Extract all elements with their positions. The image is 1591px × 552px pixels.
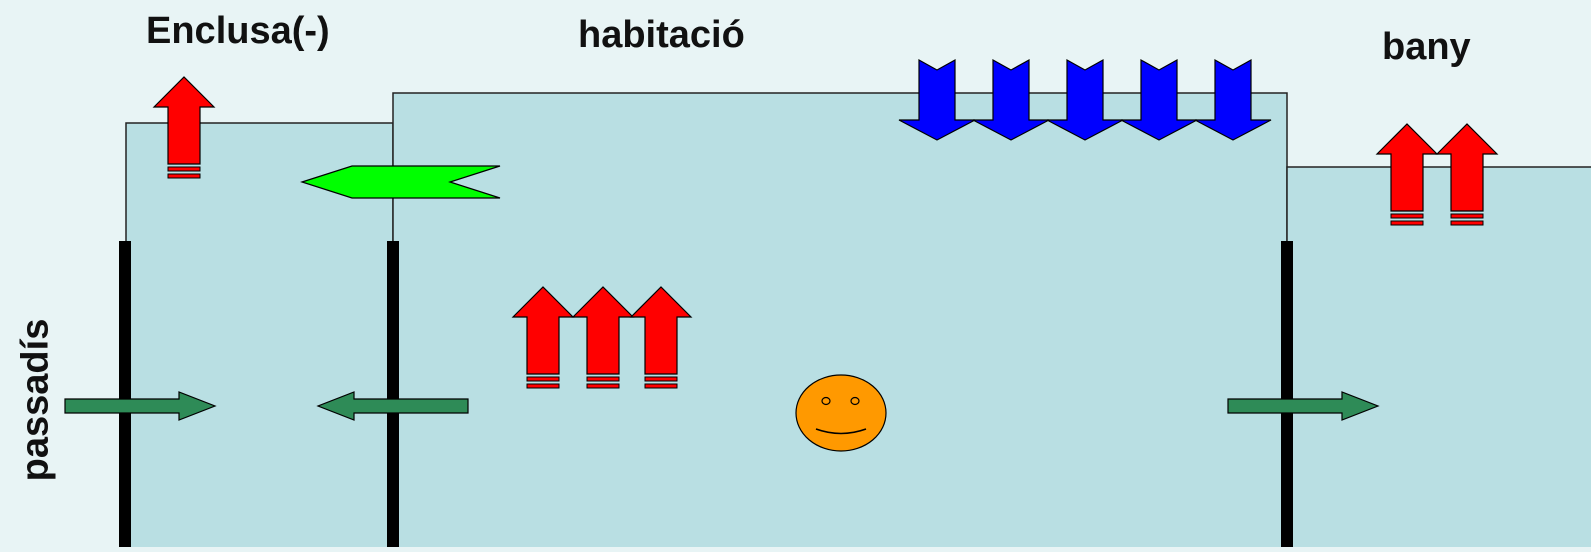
wall-corridor-anteroom [119, 241, 131, 551]
bathroom-area [1286, 166, 1591, 552]
smiley-face-icon [795, 374, 887, 452]
bathroom-label: bany [1382, 26, 1471, 68]
anteroom-label: Enclusa(-) [146, 10, 330, 52]
corridor-label: passadís [14, 318, 57, 482]
wall-room-bathroom [1281, 241, 1293, 551]
transfer-arrow-icon [300, 165, 501, 199]
wall-anteroom-room [387, 241, 399, 551]
room-label: habitació [578, 14, 745, 56]
